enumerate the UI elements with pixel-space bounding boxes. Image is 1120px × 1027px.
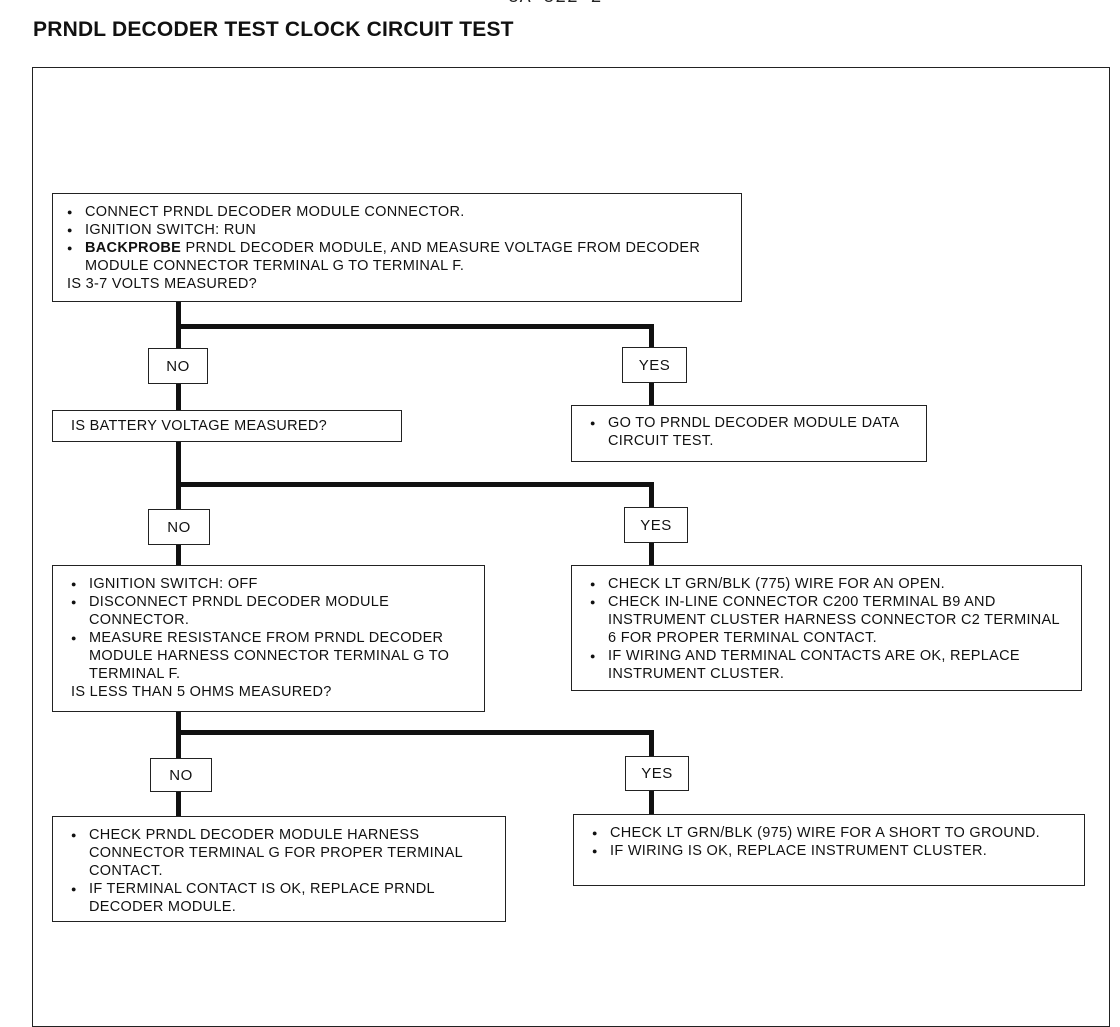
step4-yes-item: CHECK LT GRN/BLK (975) WIRE FOR A SHORT … bbox=[592, 824, 1074, 842]
step4-yes-box: CHECK LT GRN/BLK (975) WIRE FOR A SHORT … bbox=[573, 814, 1085, 886]
connector-line bbox=[176, 791, 181, 816]
connector-line bbox=[176, 544, 181, 566]
step2-question: IS BATTERY VOLTAGE MEASURED? bbox=[71, 418, 328, 434]
connector-line bbox=[649, 382, 654, 406]
step3-item: IGNITION SWITCH: OFF bbox=[71, 575, 474, 593]
step3-box: IGNITION SWITCH: OFF DISCONNECT PRNDL DE… bbox=[52, 565, 485, 712]
no-label: NO bbox=[148, 509, 210, 545]
step3-yes-item: CHECK IN-LINE CONNECTOR C200 TERMINAL B9… bbox=[590, 593, 1071, 647]
connector-line bbox=[649, 790, 654, 814]
step3-yes-item: CHECK LT GRN/BLK (775) WIRE FOR AN OPEN. bbox=[590, 575, 1071, 593]
yes-label: YES bbox=[625, 756, 689, 791]
step3-item: MEASURE RESISTANCE FROM PRNDL DECODER MO… bbox=[71, 629, 474, 683]
connector-line bbox=[176, 440, 181, 510]
step1-item: BACKPROBE PRNDL DECODER MODULE, AND MEAS… bbox=[67, 239, 731, 275]
no-label: NO bbox=[148, 348, 208, 384]
step1-item: IGNITION SWITCH: RUN bbox=[67, 221, 731, 239]
connector-line bbox=[176, 730, 653, 735]
step4-no-item: IF TERMINAL CONTACT IS OK, REPLACE PRNDL… bbox=[71, 880, 495, 916]
step1-box: CONNECT PRNDL DECODER MODULE CONNECTOR. … bbox=[52, 193, 742, 302]
connector-line bbox=[649, 324, 654, 348]
step1-item: CONNECT PRNDL DECODER MODULE CONNECTOR. bbox=[67, 203, 731, 221]
step3-yes-item: IF WIRING AND TERMINAL CONTACTS ARE OK, … bbox=[590, 647, 1071, 683]
step3-question: IS LESS THAN 5 OHMS MEASURED? bbox=[71, 684, 332, 700]
connector-line bbox=[176, 384, 181, 410]
step3-item: DISCONNECT PRNDL DECODER MODULE CONNECTO… bbox=[71, 593, 474, 629]
yes-label: YES bbox=[622, 347, 687, 383]
step4-no-box: CHECK PRNDL DECODER MODULE HARNESS CONNE… bbox=[52, 816, 506, 922]
step4-yes-item: IF WIRING IS OK, REPLACE INSTRUMENT CLUS… bbox=[592, 842, 1074, 860]
connector-line bbox=[649, 730, 654, 757]
backprobe-bold: BACKPROBE bbox=[85, 240, 182, 256]
page-title: PRNDL DECODER TEST CLOCK CIRCUIT TEST bbox=[33, 18, 514, 41]
backprobe-text: PRNDL DECODER MODULE, AND MEASURE VOLTAG… bbox=[85, 240, 701, 274]
step2-yes-box: GO TO PRNDL DECODER MODULE DATA CIRCUIT … bbox=[571, 405, 927, 462]
connector-line bbox=[176, 324, 653, 329]
connector-line bbox=[649, 542, 654, 566]
page-number: 8A-822-2 bbox=[508, 0, 602, 8]
step1-question: IS 3-7 VOLTS MEASURED? bbox=[67, 276, 258, 292]
step2-box: IS BATTERY VOLTAGE MEASURED? bbox=[52, 410, 402, 442]
step4-no-item: CHECK PRNDL DECODER MODULE HARNESS CONNE… bbox=[71, 826, 495, 880]
step3-yes-box: CHECK LT GRN/BLK (775) WIRE FOR AN OPEN.… bbox=[571, 565, 1082, 691]
no-label: NO bbox=[150, 758, 212, 792]
step2-yes-item: GO TO PRNDL DECODER MODULE DATA CIRCUIT … bbox=[590, 414, 916, 450]
yes-label: YES bbox=[624, 507, 688, 543]
connector-line bbox=[176, 482, 653, 487]
connector-line bbox=[649, 482, 654, 508]
